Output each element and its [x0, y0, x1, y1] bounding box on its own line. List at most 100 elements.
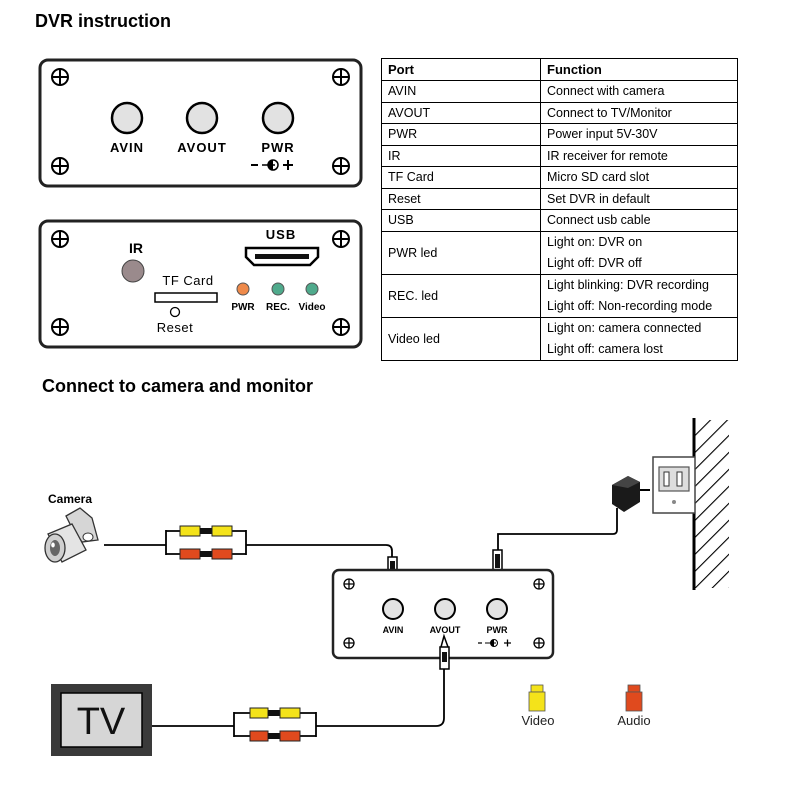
- function-cell: Micro SD card slot: [540, 166, 738, 189]
- ir-label: IR: [129, 240, 143, 256]
- rec-led: [271, 282, 285, 296]
- wall-outlet-icon: [652, 456, 696, 514]
- tf-card-label: TF Card: [162, 273, 213, 288]
- avout-port: [185, 101, 219, 135]
- screw-icon: [51, 68, 69, 86]
- avin-cable: [104, 544, 393, 560]
- section-title: Connect to camera and monitor: [42, 376, 314, 396]
- function-cell: Power input 5V-30V: [540, 123, 738, 146]
- function-line: Light off: Non-recording mode: [547, 298, 713, 313]
- avout-port: [434, 598, 456, 620]
- dvr-device: AVIN AVOUT PWR: [331, 568, 555, 660]
- avout-label: AVOUT: [430, 625, 461, 635]
- avin-port: [110, 101, 144, 135]
- screw-icon: [332, 157, 350, 175]
- function-line: Light on: DVR on: [547, 234, 643, 249]
- pwr-port: [486, 598, 508, 620]
- reset-button: [169, 306, 181, 318]
- function-cell: Light on: DVR on Light off: DVR off: [540, 230, 738, 275]
- port-cell: REC. led: [381, 273, 541, 318]
- port-cell: PWR: [381, 123, 541, 146]
- dc-polarity-icon: [478, 639, 511, 647]
- screw-icon: [332, 68, 350, 86]
- function-line: Light blinking: DVR recording: [547, 277, 709, 292]
- tv-rca-splitter: [233, 707, 317, 742]
- function-line: Light off: DVR off: [547, 255, 642, 270]
- port-cell: TF Card: [381, 166, 541, 189]
- pwr-label: PWR: [261, 140, 294, 155]
- legend-audio-label: Audio: [617, 713, 650, 728]
- page-title: DVR instruction: [35, 11, 172, 31]
- port-cell: Video led: [381, 316, 541, 361]
- function-cell: Connect to TV/Monitor: [540, 101, 738, 124]
- screw-icon: [51, 157, 69, 175]
- pwr-label: PWR: [487, 625, 508, 635]
- function-line: Light on: camera connected: [547, 320, 702, 335]
- screw-icon: [533, 637, 545, 649]
- camera-rca-splitter: [165, 525, 247, 560]
- camera-icon: [44, 507, 99, 563]
- camera-label: Camera: [48, 492, 92, 506]
- port-cell: USB: [381, 209, 541, 232]
- ir-receiver: [121, 259, 145, 283]
- screw-icon: [51, 318, 69, 336]
- port-cell: AVIN: [381, 80, 541, 103]
- avout-label: AVOUT: [177, 140, 227, 155]
- column-header-port: Port: [381, 58, 541, 81]
- screw-icon: [332, 230, 350, 248]
- pwr-led: [236, 282, 250, 296]
- function-cell: IR receiver for remote: [540, 144, 738, 167]
- connection-diagram: Camera: [44, 418, 729, 756]
- pwr-port: [261, 101, 295, 135]
- dvr-back-panel: IR USB TF Card Reset PWR REC. Video: [38, 219, 363, 349]
- usb-port: [244, 246, 320, 267]
- video-led: [305, 282, 319, 296]
- table-header-row: Port Function: [381, 58, 738, 81]
- screw-icon: [343, 578, 355, 590]
- function-cell: Connect usb cable: [540, 209, 738, 232]
- screw-icon: [533, 578, 545, 590]
- screw-icon: [343, 637, 355, 649]
- audio-connector-icon: [625, 684, 643, 712]
- avin-label: AVIN: [110, 140, 144, 155]
- function-cell: Set DVR in default: [540, 187, 738, 210]
- power-cable: [497, 508, 618, 550]
- dc-polarity-icon: [251, 159, 293, 171]
- video-led-label: Video: [298, 302, 325, 313]
- legend-video-label: Video: [521, 713, 554, 728]
- video-connector-icon: [528, 684, 546, 712]
- wall: [692, 418, 729, 590]
- tf-card-slot: [154, 292, 218, 303]
- avout-cable: [150, 669, 445, 727]
- port-cell: AVOUT: [381, 101, 541, 124]
- column-header-function: Function: [540, 58, 738, 81]
- avin-label: AVIN: [383, 625, 404, 635]
- tv-label: TV: [77, 701, 126, 743]
- rec-led-label: REC.: [266, 302, 290, 313]
- pwr-led-label: PWR: [231, 302, 255, 313]
- dvr-front-panel: AVIN AVOUT PWR: [38, 58, 363, 188]
- port-cell: PWR led: [381, 230, 541, 275]
- reset-label: Reset: [157, 320, 193, 335]
- table-row: PWR led Light on: DVR on Light off: DVR of…: [381, 230, 738, 275]
- screw-icon: [51, 230, 69, 248]
- avin-port: [382, 598, 404, 620]
- function-cell: Connect with camera: [540, 80, 738, 103]
- power-adapter-icon: [612, 476, 650, 512]
- screw-icon: [332, 318, 350, 336]
- port-cell: IR: [381, 144, 541, 167]
- function-line: Light off: camera lost: [547, 341, 663, 356]
- port-cell: Reset: [381, 187, 541, 210]
- usb-label: USB: [266, 227, 296, 242]
